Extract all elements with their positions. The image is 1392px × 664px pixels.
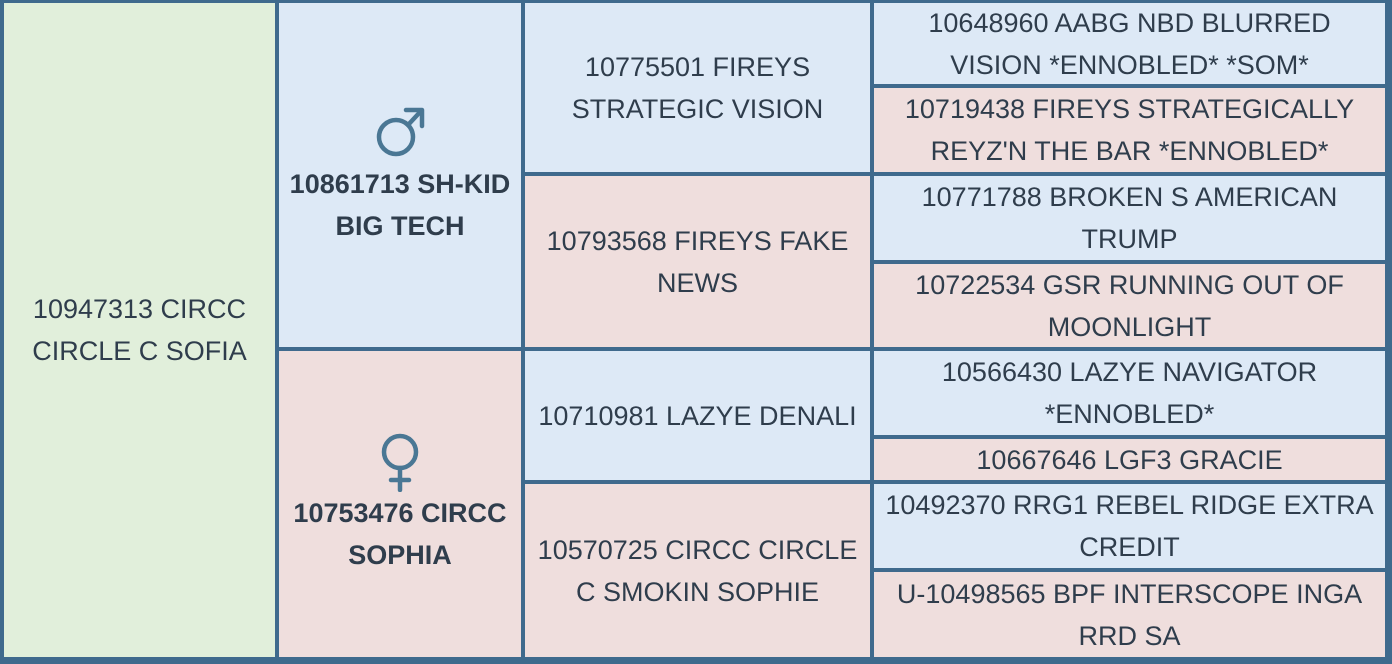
dam-dam-dam-cell: U-10498565 BPF INTERSCOPE INGA RRD SA <box>874 572 1385 657</box>
dam-sire-dam-cell: 10667646 LGF3 GRACIE <box>874 439 1385 480</box>
sire-sire-cell: 10775501 FIREYS STRATEGIC VISION <box>525 3 870 172</box>
sire-dam-cell: 10793568 FIREYS FAKE NEWS <box>525 176 870 347</box>
dam-cell: 10753476 CIRCC SOPHIA <box>279 351 521 657</box>
dam-sire-dam-label: 10667646 LGF3 GRACIE <box>976 444 1283 475</box>
sire-dam-label: 10793568 FIREYS FAKE NEWS <box>546 225 849 298</box>
dam-dam-cell: 10570725 CIRCC CIRCLE C SMOKIN SOPHIE <box>525 484 870 657</box>
dam-dam-dam-label: U-10498565 BPF INTERSCOPE INGA RRD SA <box>896 578 1363 651</box>
sire-dam-dam-cell: 10722534 GSR RUNNING OUT OF MOONLIGHT <box>874 264 1385 347</box>
sire-sire-label: 10775501 FIREYS STRATEGIC VISION <box>571 51 824 124</box>
dam-sire-label: 10710981 LAZYE DENALI <box>538 400 857 431</box>
sire-sire-dam-label: 10719438 FIREYS STRATEGICALLY REYZ'N THE… <box>904 94 1355 166</box>
subject-label: 10947313 CIRCC CIRCLE C SOFIA <box>32 294 247 366</box>
dam-sire-sire-label: 10566430 LAZYE NAVIGATOR *ENNOBLED* <box>941 357 1318 429</box>
female-symbol-icon <box>372 432 428 492</box>
sire-dam-sire-label: 10771788 BROKEN S AMERICAN TRUMP <box>921 182 1338 254</box>
male-symbol-icon <box>372 103 428 163</box>
sire-dam-sire-cell: 10771788 BROKEN S AMERICAN TRUMP <box>874 176 1385 260</box>
dam-sire-sire-cell: 10566430 LAZYE NAVIGATOR *ENNOBLED* <box>874 351 1385 435</box>
dam-dam-sire-label: 10492370 RRG1 REBEL RIDGE EXTRA CREDIT <box>885 490 1374 562</box>
dam-dam-sire-cell: 10492370 RRG1 REBEL RIDGE EXTRA CREDIT <box>874 484 1385 568</box>
sire-sire-dam-cell: 10719438 FIREYS STRATEGICALLY REYZ'N THE… <box>874 88 1385 172</box>
sire-cell: 10861713 SH-KID BIG TECH <box>279 3 521 347</box>
dam-dam-label: 10570725 CIRCC CIRCLE C SMOKIN SOPHIE <box>537 534 858 607</box>
sire-sire-sire-label: 10648960 AABG NBD BLURRED VISION *ENNOBL… <box>928 7 1331 80</box>
sire-label: 10861713 SH-KID BIG TECH <box>289 169 511 241</box>
dam-label: 10753476 CIRCC SOPHIA <box>293 498 507 570</box>
sire-sire-sire-cell: 10648960 AABG NBD BLURRED VISION *ENNOBL… <box>874 3 1385 84</box>
sire-dam-dam-label: 10722534 GSR RUNNING OUT OF MOONLIGHT <box>915 269 1344 342</box>
dam-sire-cell: 10710981 LAZYE DENALI <box>525 351 870 480</box>
subject-cell: 10947313 CIRCC CIRCLE C SOFIA <box>4 3 275 657</box>
